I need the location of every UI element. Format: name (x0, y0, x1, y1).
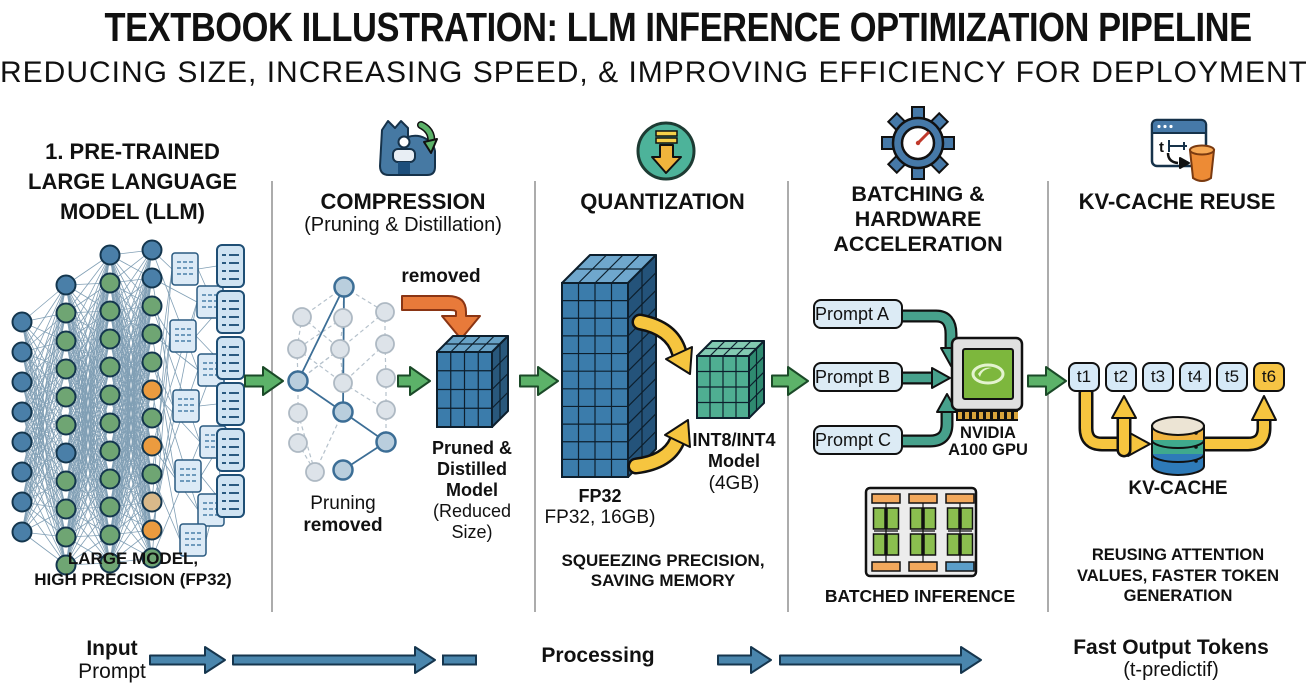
gear-speed-icon (881, 106, 955, 180)
gpu-label: NVIDIA A100 GPU (948, 424, 1028, 459)
kv-cache-label: KV-CACHE (1128, 478, 1228, 499)
token-t6: t6 (1253, 362, 1285, 392)
pruned-cube (436, 335, 509, 428)
fp32-block (561, 254, 657, 478)
token-t1: t1 (1068, 362, 1100, 392)
bottom-flow-arrows (149, 646, 982, 674)
flow-processing-label: Processing (541, 644, 655, 667)
svg-text:t: t (1159, 139, 1164, 156)
removed-label: removed (401, 266, 481, 287)
stage-title-quantization: QUANTIZATION (580, 189, 745, 214)
pruned-model-caption: Pruned & Distilled Model (Reduced Size) (431, 438, 512, 542)
gpu-chip-graphic (950, 336, 1024, 421)
page-title: TEXTBOOK ILLUSTRATION: LLM INFERENCE OPT… (104, 4, 1252, 50)
removed-arrow (401, 295, 481, 340)
int8-label-bold: INT8/INT4 Model (692, 430, 776, 471)
kv-cache-window-icon: t (1150, 118, 1216, 182)
batched-inference-grid (864, 486, 978, 578)
fp32-label: FP32, 16GB) (544, 507, 656, 528)
prompt-b-box: Prompt B (813, 362, 903, 392)
flow-input-label: Input Prompt (78, 637, 146, 683)
int8-cube (696, 340, 765, 419)
stage-caption-kv-cache: REUSING ATTENTION VALUES, FASTER TOKEN G… (1077, 546, 1279, 605)
quantization-compress-icon (636, 121, 696, 181)
int8-label: (4GB) (708, 473, 760, 494)
compression-icon (379, 120, 438, 176)
stage-subtitle-compression: (Pruning & Distillation) (304, 214, 502, 236)
kv-cache-arrows (1078, 385, 1277, 458)
kv-cache-cylinder (1151, 416, 1205, 476)
stage-title-pretrained-llm: 1. PRE-TRAINED LARGE LANGUAGE MODEL (LLM… (28, 139, 237, 224)
nvidia-logo-icon (971, 363, 1005, 385)
token-t3: t3 (1142, 362, 1174, 392)
stage-flow-arrows (244, 366, 1067, 396)
llm-network-graphic (11, 239, 245, 576)
flow-output-label: Fast Output Tokens (t-predictif) (1073, 636, 1269, 681)
fp32-label-bold: FP32 (578, 486, 622, 506)
token-t5: t5 (1216, 362, 1248, 392)
stage-title-batching: BATCHING & HARDWARE ACCELERATION (833, 182, 1003, 256)
prompt-a-box: Prompt A (813, 299, 903, 329)
stage-caption-batched-inference: BATCHED INFERENCE (824, 586, 1016, 606)
stage-caption-quantization: SQUEEZING PRECISION, SAVING MEMORY (561, 551, 765, 590)
stage-title-compression: COMPRESSION (320, 189, 486, 214)
quantization-arrows (627, 313, 693, 475)
prompt-c-box: Prompt C (813, 425, 903, 455)
pruned-network-graphic (287, 276, 397, 482)
token-t2: t2 (1105, 362, 1137, 392)
stage-title-kv-cache-reuse: KV-CACHE REUSE (1078, 189, 1276, 214)
page-subtitle: REDUCING SIZE, INCREASING SPEED, & IMPRO… (0, 56, 1306, 89)
token-t4: t4 (1179, 362, 1211, 392)
column-dividers (271, 181, 1049, 612)
stage-caption-large-model: LARGE MODEL, HIGH PRECISION (FP32) (34, 549, 232, 589)
pruning-caption: Pruning removed (303, 493, 383, 536)
